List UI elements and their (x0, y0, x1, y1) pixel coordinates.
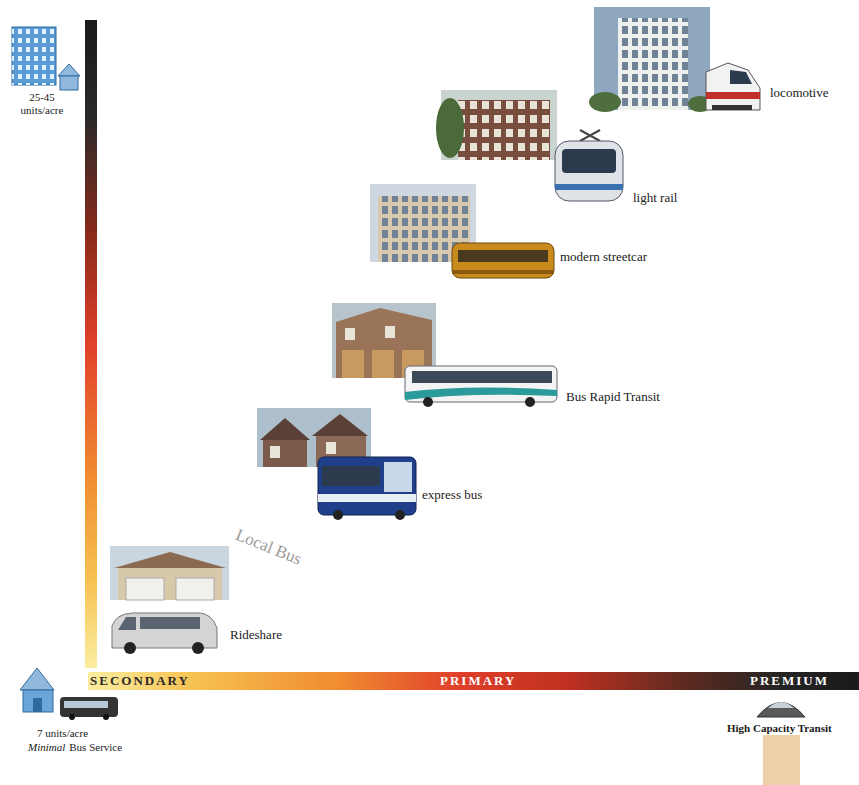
band-label: SECONDARY (90, 672, 190, 690)
van-icon (112, 613, 217, 654)
density-label: 7 units/acre (37, 727, 88, 740)
brick-building-photo (436, 90, 557, 160)
service-label: Bus Service (69, 741, 122, 754)
express-bus-icon (318, 457, 416, 520)
streetcar-icon (452, 243, 554, 278)
brt-bus-icon (405, 366, 557, 407)
duplex-photo (110, 546, 229, 600)
mode-label: light rail (633, 191, 677, 206)
mode-label: Rideshare (230, 628, 282, 643)
tower-photo (589, 7, 712, 112)
minimal-bus-icon (60, 697, 118, 720)
tan-marker (763, 735, 800, 785)
hct-label: High Capacity Transit (727, 722, 832, 735)
mode-label: Local Bus (233, 525, 305, 569)
density-bar (85, 20, 97, 668)
apartment-icon (12, 27, 80, 90)
hierarchy-band: SECONDARY PRIMARY PREMIUM (88, 672, 859, 690)
light-rail-icon (555, 130, 623, 201)
band-label: PREMIUM (750, 672, 829, 690)
mode-label: modern streetcar (560, 250, 647, 265)
mode-label: express bus (422, 488, 482, 503)
locomotive-icon (706, 63, 760, 110)
density-label: 25-45 units/acre (17, 91, 67, 116)
mode-label: Bus Rapid Transit (566, 390, 660, 405)
house-icon (20, 668, 54, 712)
band-label: PRIMARY (440, 672, 516, 690)
mode-label: locomotive (770, 86, 829, 101)
service-label: Minimal (28, 741, 65, 754)
car-icon (757, 702, 805, 717)
